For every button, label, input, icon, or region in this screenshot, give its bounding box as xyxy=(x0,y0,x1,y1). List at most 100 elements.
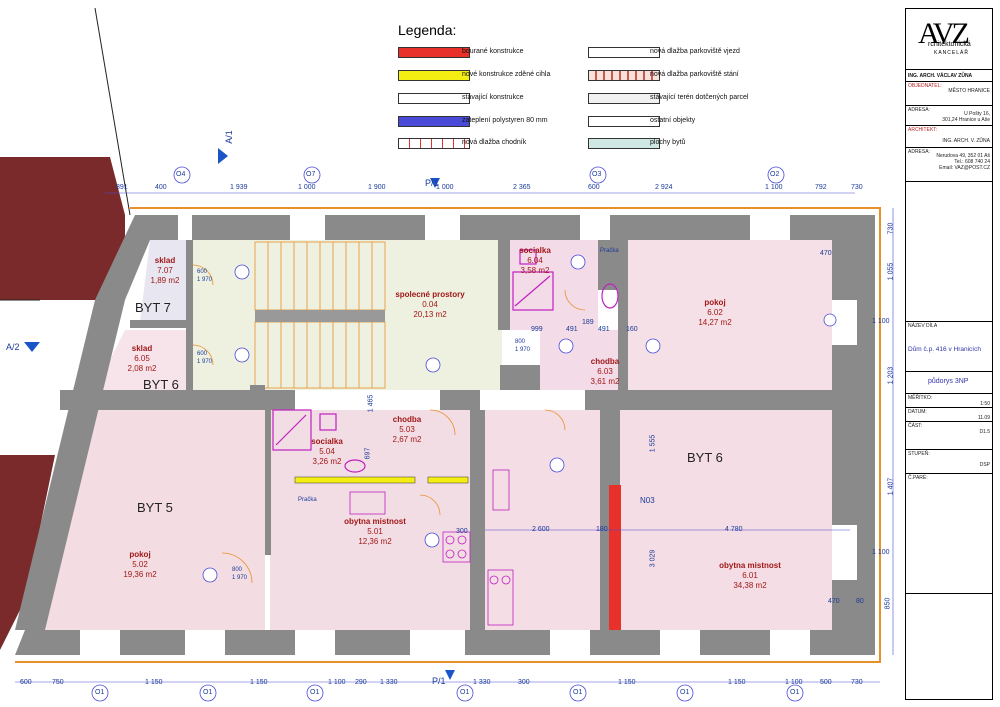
room-004-label: spolecné prostory 0.04 20,13 m2 xyxy=(380,290,480,320)
room-504-name: socialka xyxy=(311,437,343,446)
room-602-fill xyxy=(625,240,850,390)
room-502-label: pokoj 5.02 19,36 m2 xyxy=(115,550,165,580)
room-601-label: obytna mistnost 6.01 34,38 m2 xyxy=(705,561,795,591)
door-swings xyxy=(192,264,586,584)
window-openings xyxy=(80,215,857,655)
dim-top-10: 792 xyxy=(815,184,827,191)
tb-drawing-value: půdorys 3NP xyxy=(928,378,969,385)
room-504-label: socialka 5.04 3,26 m2 xyxy=(302,437,352,467)
dim-bottom-8: 300 xyxy=(518,679,530,686)
dim-2600: 2 600 xyxy=(532,526,550,533)
tb-stage-value: DSP xyxy=(979,462,990,468)
tb-date-row: DATUM: 11.09 xyxy=(906,407,992,422)
tb-object-value: Dům č.p. 416 v Hranicích xyxy=(908,346,981,353)
tb-investor-address-row: ADRESA: U Pošty 16, 301,24 Hranice u Aše xyxy=(906,105,992,126)
legend-label-paving-walk: nová dlažba chodník xyxy=(462,139,527,146)
tb-no-row: Č.PARÉ: xyxy=(906,473,992,594)
tb-image-row xyxy=(906,181,992,322)
hall-603-fill xyxy=(540,330,625,390)
dim-1555: 1 555 xyxy=(649,434,657,453)
legend-swatch-paving-walk xyxy=(398,138,470,149)
title-block: AVZ rchitektonická KANCELÁŘ ING. ARCH. V… xyxy=(905,8,993,700)
room-604-code: 6.04 xyxy=(527,256,543,265)
unit-label-byt7: BYT 7 xyxy=(135,300,171,315)
room-504-area: 3,26 m2 xyxy=(312,457,342,466)
room-503-area: 2,67 m2 xyxy=(392,435,422,444)
tb-date-label: DATUM: xyxy=(908,409,927,415)
legend-label-insulation: zateplení polystyren 80 mm xyxy=(462,117,548,124)
room-603-code: 6.03 xyxy=(597,367,613,376)
unit-label-byt5: BYT 5 xyxy=(137,500,173,515)
interior-walls xyxy=(60,240,855,630)
logo-mark: AVZ xyxy=(918,17,970,50)
bath-604-fill xyxy=(510,240,598,330)
room-502-area: 19,36 m2 xyxy=(123,570,157,579)
tb-part-value: D1.5 xyxy=(979,429,990,435)
dim-999: 999 xyxy=(531,326,543,333)
axis-bottom-o1-c: O1 xyxy=(310,689,320,696)
room-601-fill xyxy=(485,410,850,630)
dim-491-a: 491 xyxy=(566,326,578,333)
dim-bottom-3: 1 150 xyxy=(250,679,268,686)
legend-label-new-brick: nové konstrukce zděné cihla xyxy=(462,71,551,78)
tb-stage-row: STUPEŇ: DSP xyxy=(906,449,992,474)
room-604-label: socialka 6.04 3,58 m2 xyxy=(510,246,560,276)
axis-bottom-o1-a: O1 xyxy=(95,689,105,696)
dim-right-2: 1 100 xyxy=(872,318,890,325)
dim-189: 189 xyxy=(582,319,594,326)
dim-80: 80 xyxy=(856,598,864,605)
dim-300: 300 xyxy=(456,528,468,535)
legend-swatch-flat-areas xyxy=(588,138,660,149)
axis-bottom-o1-d: O1 xyxy=(460,689,470,696)
legend-swatch-paving-parking xyxy=(588,70,660,81)
unit-label-byt6: BYT 6 xyxy=(687,450,723,465)
axis-bottom-o1-b: O1 xyxy=(203,689,213,696)
room-707-name: sklad xyxy=(154,256,176,265)
room-707-code: 7.07 xyxy=(157,266,173,275)
room-501-code: 5.01 xyxy=(367,527,383,536)
tb-north-row xyxy=(906,593,992,699)
dim-bottom-11: 1 100 xyxy=(785,679,803,686)
dim-top-7: 600 xyxy=(588,184,600,191)
dim-1465: 1 465 xyxy=(367,394,375,413)
room-502-name: pokoj xyxy=(129,550,151,559)
bathroom-fixtures xyxy=(272,249,619,473)
flat-fill-byt7 xyxy=(140,240,192,322)
legend-label-other-objects: ostatní objekty xyxy=(650,117,696,124)
dim-bottom-13: 730 xyxy=(851,679,863,686)
dim-4780: 4 780 xyxy=(725,526,743,533)
room-602-label: pokoj 6.02 14,27 m2 xyxy=(690,298,740,328)
dim-right-1: 1 055 xyxy=(887,262,895,281)
legend-label-demolished: bourané konstrukce xyxy=(462,48,524,55)
stair-landing xyxy=(255,310,385,322)
room-503-name: chodba xyxy=(392,415,422,424)
room-004-area: 20,13 m2 xyxy=(413,310,447,319)
dim-right-6: 850 xyxy=(884,597,892,610)
site-boundary-line xyxy=(94,7,131,216)
new-brick-walls xyxy=(294,476,469,484)
tb-investor-addr1: U Pošty 16, xyxy=(964,111,990,117)
dim-3029: 3 029 xyxy=(649,549,657,568)
dim-top-3: 1 000 xyxy=(298,184,316,191)
flat-fill-byt6-storage xyxy=(95,330,192,390)
axis-bottom-o1-e: O1 xyxy=(573,689,583,696)
tb-part-label: ČÁST: xyxy=(908,423,923,429)
dim-697: 697 xyxy=(364,447,372,460)
room-602-code: 6.02 xyxy=(707,308,723,317)
dim-180: 180 xyxy=(596,526,608,533)
axis-top-o7: O7 xyxy=(306,171,316,178)
legend-title: Legenda: xyxy=(398,22,457,38)
dim-bottom-2: 1 150 xyxy=(145,679,163,686)
tb-object-row: NÁZEV DÍLA Dům č.p. 416 v Hranicích xyxy=(906,321,992,372)
tb-scale-label: MĚŘÍTKO: xyxy=(908,395,933,401)
room-602-name: pokoj xyxy=(704,298,726,307)
tb-investor-value: MĚSTO HRANICE xyxy=(948,88,990,94)
legend-swatch-new-brick xyxy=(398,70,470,81)
section-markers xyxy=(24,148,455,680)
door-dim-707: 600 1 970 xyxy=(197,269,213,283)
tb-architect-addr1: Nerudova 49, 352 01 Aš xyxy=(936,153,990,159)
tb-investor-row: OBJEDNATEL: MĚSTO HRANICE xyxy=(906,81,992,94)
dim-bottom-1: 750 xyxy=(52,679,64,686)
dim-right-0: 730 xyxy=(887,222,895,235)
